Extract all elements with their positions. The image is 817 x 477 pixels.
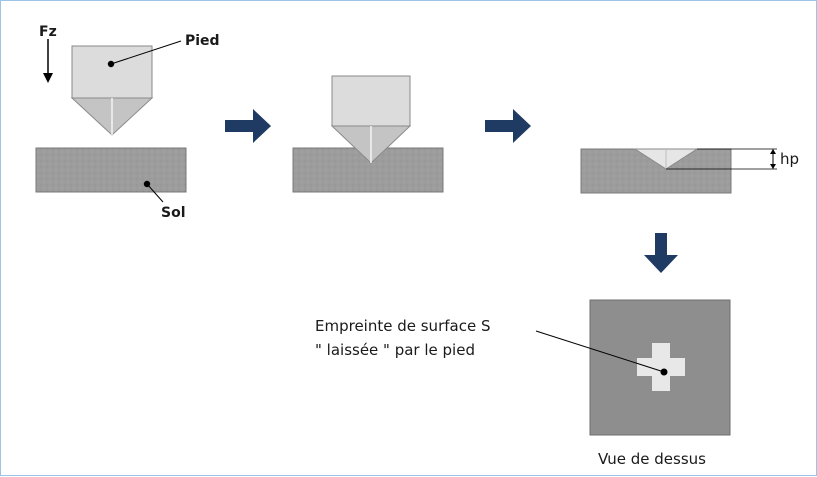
ground bbox=[580, 148, 732, 194]
force-label: Fz bbox=[39, 24, 57, 40]
ground-label: Sol bbox=[161, 205, 186, 221]
foot bbox=[70, 40, 182, 136]
foot-label: Pied bbox=[185, 33, 220, 49]
imprint-label-line2: " laissée " par le pied bbox=[315, 341, 475, 359]
foot bbox=[330, 75, 412, 164]
penetration-label: hp bbox=[780, 150, 799, 168]
right-arrow-icon bbox=[225, 109, 271, 143]
imprint-leader bbox=[535, 330, 665, 373]
force-arrow-icon bbox=[43, 39, 53, 83]
stage-1: Fz Pied Sol bbox=[35, 24, 220, 221]
top-view bbox=[535, 299, 731, 436]
imprint-label-line1: Empreinte de surface S bbox=[315, 317, 490, 335]
depth-dimension bbox=[666, 148, 777, 170]
top-view-label: Vue de dessus bbox=[598, 450, 706, 468]
ground bbox=[35, 147, 187, 203]
stage-2 bbox=[292, 75, 444, 193]
ground bbox=[292, 147, 444, 193]
stage-3: hp bbox=[580, 148, 799, 194]
down-arrow-icon bbox=[644, 233, 678, 273]
imprint-shape bbox=[637, 343, 685, 391]
right-arrow-icon bbox=[485, 109, 531, 143]
